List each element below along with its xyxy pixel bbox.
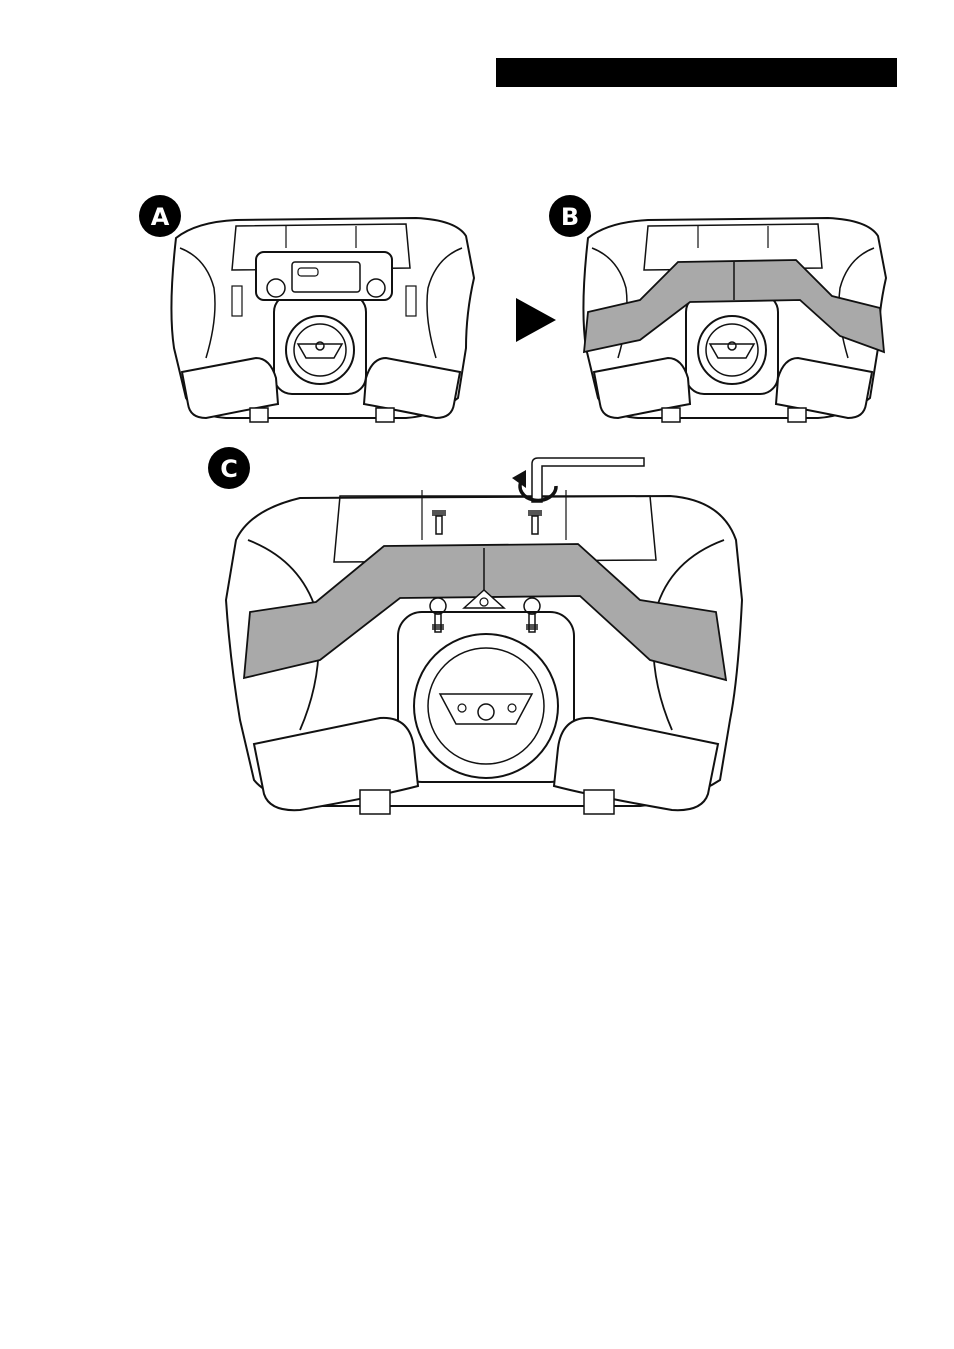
step-badge-a: A — [139, 195, 181, 237]
step-badge-b: B — [549, 195, 591, 237]
svg-text:C: C — [220, 455, 238, 483]
step-b-diagram — [583, 218, 886, 422]
svg-text:B: B — [561, 203, 579, 231]
play-arrow-icon — [516, 298, 556, 342]
step-a-diagram — [171, 218, 474, 422]
svg-text:A: A — [151, 203, 170, 231]
step-badge-c: C — [208, 447, 250, 489]
step-c-diagram — [226, 490, 742, 814]
